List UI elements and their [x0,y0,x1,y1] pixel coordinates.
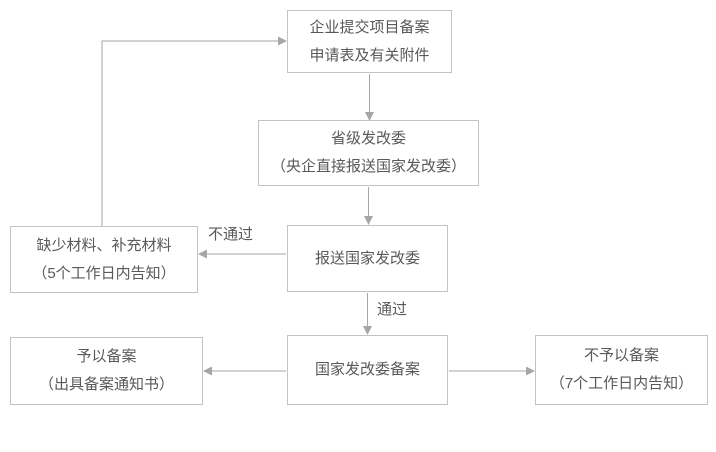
arrow-provincial-to-report [364,187,373,225]
node-filing-rejected: 不予以备案 （7个工作日内告知） [535,335,708,405]
arrow-report-to-missing [198,249,286,259]
arrow-ndrc-to-approved [203,366,286,376]
edge-label-pass: 通过 [377,301,408,318]
arrow-report-to-ndrc [363,293,372,335]
node-report-to-ndrc-line1: 报送国家发改委 [314,249,420,267]
node-provincial-drc-line2: （央企直接报送国家发改委） [270,158,466,175]
node-provincial-drc-line1: 省级发改委 [330,130,406,147]
node-filing-approved-line2: （出具备案通知书） [38,376,174,393]
node-missing-materials: 缺少材料、补充材料 （5个工作日内告知） [10,226,198,293]
node-ndrc-filing-line1: 国家发改委备案 [314,361,420,378]
arrow-submit-to-provincial [365,74,374,121]
node-filing-approved: 予以备案 （出具备案通知书） [10,337,203,405]
edge-label-fail: 不通过 [208,226,254,243]
node-enterprise-submit-line2: 申请表及有关附件 [309,46,430,64]
node-missing-materials-line2: （5个工作日内告知） [32,264,176,282]
node-provincial-drc: 省级发改委 （央企直接报送国家发改委） [258,120,479,186]
node-missing-materials-line1: 缺少材料、补充材料 [36,236,172,254]
node-enterprise-submit: 企业提交项目备案 申请表及有关附件 [287,10,452,73]
node-ndrc-filing: 国家发改委备案 [287,335,448,405]
node-enterprise-submit-line1: 企业提交项目备案 [309,18,430,36]
node-filing-rejected-line1: 不予以备案 [583,347,659,364]
node-filing-approved-line1: 予以备案 [76,348,137,365]
node-report-to-ndrc: 报送国家发改委 [287,225,448,292]
arrow-ndrc-to-rejected [449,366,535,376]
node-filing-rejected-line2: （7个工作日内告知） [549,375,694,392]
